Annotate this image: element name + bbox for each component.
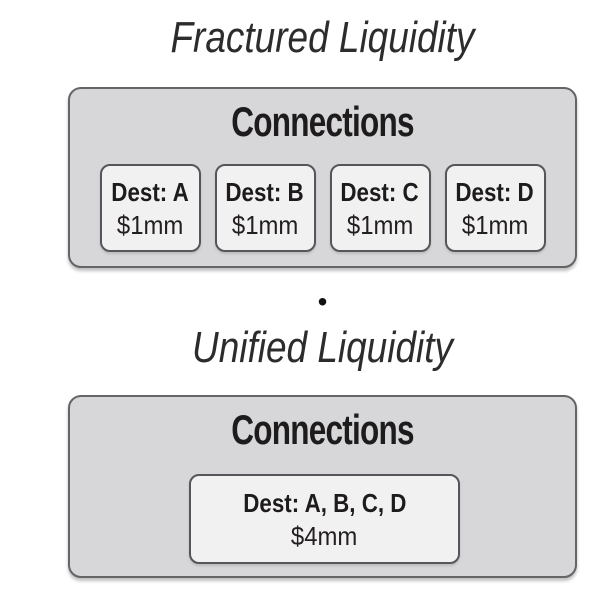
fractured-connections-panel: Connections Dest: A $1mm Dest: B $1mm De… bbox=[68, 87, 577, 268]
destination-label: Dest: C bbox=[340, 176, 420, 207]
destination-card-c: Dest: C $1mm bbox=[329, 164, 431, 252]
destination-card-b: Dest: B $1mm bbox=[214, 164, 316, 252]
connections-heading: Connections bbox=[231, 98, 414, 145]
amount-label: $1mm bbox=[116, 209, 184, 240]
amount-label: $1mm bbox=[231, 209, 299, 240]
unified-destination-card: Dest: A, B, C, D $4mm bbox=[189, 474, 460, 564]
unified-connections-panel: Connections Dest: A, B, C, D $4mm bbox=[68, 395, 577, 578]
separator-dot: • bbox=[317, 286, 328, 317]
destination-label: Dest: A bbox=[111, 176, 189, 207]
destination-label: Dest: A, B, C, D bbox=[242, 487, 407, 518]
amount-label: $1mm bbox=[346, 209, 414, 240]
destination-label: Dest: B bbox=[225, 176, 305, 207]
connections-heading: Connections bbox=[231, 406, 414, 453]
fractured-liquidity-title: Fractured Liquidity bbox=[170, 13, 475, 62]
destination-card-a: Dest: A $1mm bbox=[99, 164, 201, 252]
destination-card-row: Dest: A $1mm Dest: B $1mm Dest: C $1mm D… bbox=[70, 164, 575, 252]
amount-label: $1mm bbox=[461, 209, 529, 240]
destination-card-d: Dest: D $1mm bbox=[444, 164, 546, 252]
amount-label: $4mm bbox=[291, 520, 358, 551]
destination-label: Dest: D bbox=[455, 176, 535, 207]
unified-liquidity-title: Unified Liquidity bbox=[192, 323, 453, 372]
